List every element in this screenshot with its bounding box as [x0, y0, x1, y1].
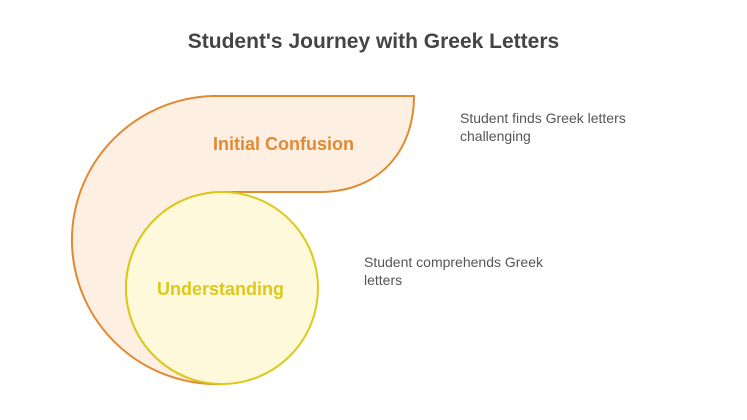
stage-label-initial-confusion: Initial Confusion	[213, 134, 354, 154]
stage-description-understanding: Student comprehends Greek letters	[364, 254, 543, 288]
understanding-circle	[125, 191, 319, 385]
stage-label-understanding: Understanding	[157, 279, 285, 299]
stage-description-initial-confusion: Student finds Greek letters challenging	[460, 110, 626, 144]
diagram-title: Student's Journey with Greek Letters	[187, 30, 560, 53]
